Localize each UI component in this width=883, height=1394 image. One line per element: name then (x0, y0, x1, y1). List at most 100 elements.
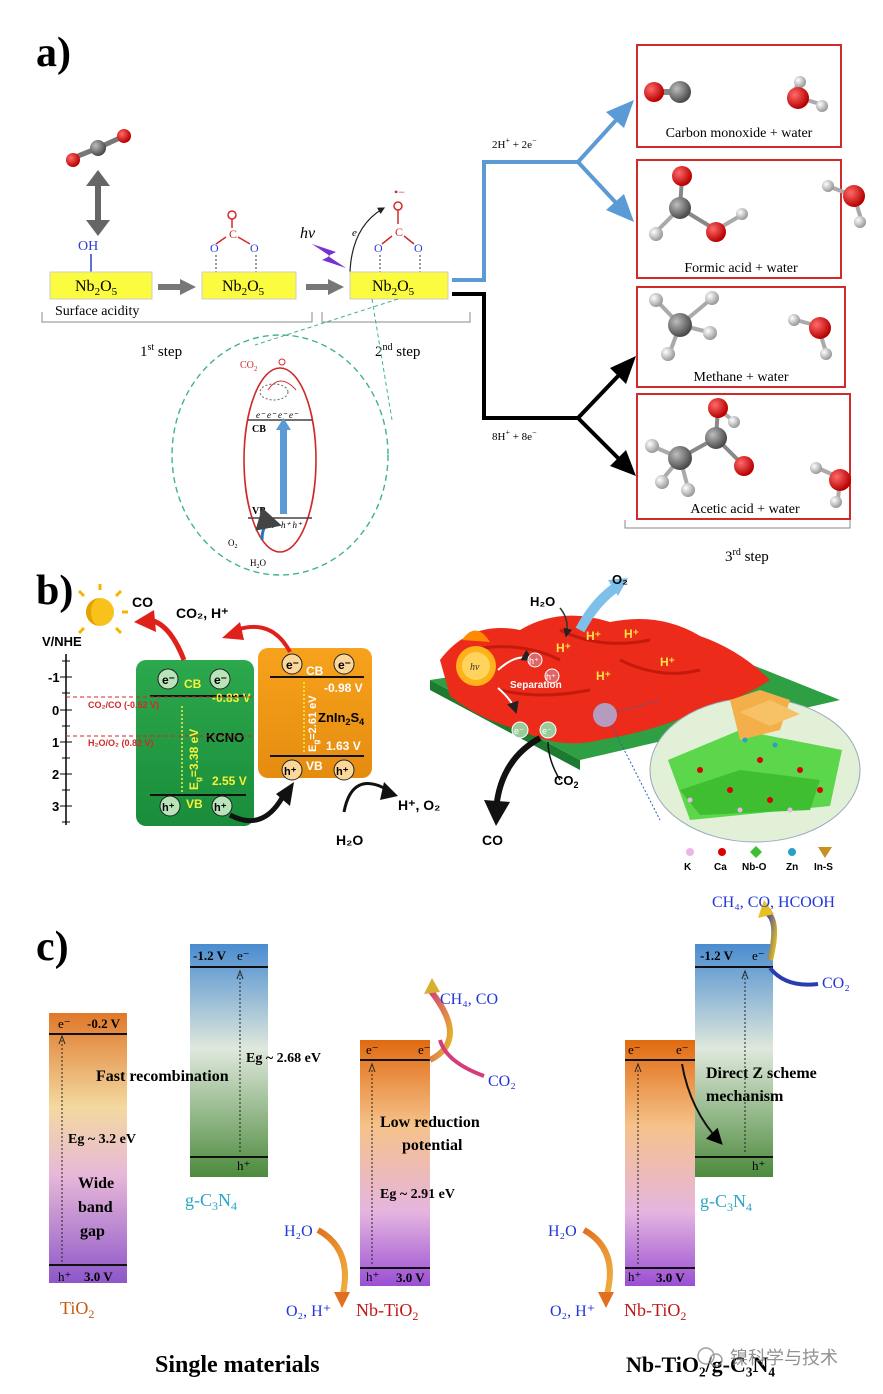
svg-text:potential: potential (402, 1137, 463, 1154)
svg-text:VB: VB (306, 759, 323, 773)
product-label-acetic: Acetic acid + water (690, 502, 800, 517)
svg-text:e⁻: e⁻ (366, 1042, 379, 1057)
inset-o2-label: O2 (228, 538, 238, 550)
nbtio2-name: Nb-TiO2 (356, 1300, 418, 1323)
nb2o5-box-2: Nb2O5 (201, 271, 297, 300)
svg-text:Low reduction: Low reduction (380, 1114, 480, 1131)
svg-text:O: O (414, 241, 423, 255)
hv-label: hv (300, 225, 316, 242)
product-box-formic: Formic acid + water (636, 159, 866, 279)
ch4co-label: CH₄, CO (440, 991, 498, 1008)
svg-text:镍科学与技术: 镍科学与技术 (730, 1348, 838, 1368)
panel-a-letter: a) (36, 30, 71, 76)
svg-text:band: band (78, 1199, 113, 1216)
branch-lower (452, 292, 636, 476)
o2-label-right: O₂ (612, 572, 628, 587)
composite-nbtio2-name: Nb-TiO2 (624, 1300, 686, 1323)
svg-text:e⁻: e⁻ (676, 1042, 689, 1057)
svg-text:O: O (374, 241, 383, 255)
svg-text:-0.83 V: -0.83 V (212, 691, 251, 705)
svg-text:2: 2 (52, 767, 59, 782)
crystal-structure-inset (649, 690, 861, 843)
svg-text:gap: gap (80, 1223, 105, 1240)
svg-text:1: 1 (52, 735, 59, 750)
product-label-co: Carbon monoxide + water (666, 126, 813, 141)
h2oo2-potential: H₂O/O₂ (0.82 V) (88, 738, 154, 748)
svg-text:e⁻: e⁻ (58, 1016, 71, 1031)
svg-text:e⁻: e⁻ (542, 726, 552, 736)
product-label-methane: Methane + water (694, 370, 789, 385)
composite-gcn-name: g-C3N4 (700, 1191, 752, 1214)
svg-text:h⁺: h⁺ (628, 1269, 641, 1284)
znins-block: e⁻ e⁻ CB VB h⁺ h⁺ -0.98 V 1.63 V ZnIn2S4… (258, 648, 372, 781)
tio2-band: e⁻ -0.2 V h⁺ 3.0 V Eg ~ 3.2 eV Wide band… (49, 1013, 136, 1284)
svg-text:Nb-O: Nb-O (742, 862, 767, 873)
product-box-acetic: Acetic acid + water (636, 393, 851, 520)
svg-text:e⁻: e⁻ (237, 948, 250, 963)
svg-text:Eg=3.38 eV: Eg=3.38 eV (187, 729, 203, 790)
z-scheme-arrow (681, 1063, 723, 1145)
step1-label: 1st step (140, 342, 182, 360)
gcn-cb-value: -1.2 V (193, 948, 227, 963)
axis-title: V/NHE (42, 634, 82, 649)
nb2o5-box-1: Nb2O5 (49, 271, 153, 300)
svg-text:VB: VB (186, 797, 203, 811)
svg-text:e⁻: e⁻ (418, 1042, 431, 1057)
svg-text:h⁺: h⁺ (284, 766, 297, 778)
nb2o5-box-3: Nb2O5 (349, 271, 449, 300)
branch-upper (452, 100, 634, 282)
o2h-label-c: O₂, H⁺ (286, 1303, 331, 1320)
svg-text:e⁻ e⁻ e⁻ e⁻: e⁻ e⁻ e⁻ e⁻ (256, 410, 299, 420)
electron-label: e (352, 227, 357, 239)
svg-text:3: 3 (52, 799, 59, 814)
svg-text:h⁺: h⁺ (752, 1158, 765, 1173)
branch-bottom-label: 8H+ + 8e− (492, 428, 537, 443)
svg-text:mechanism: mechanism (706, 1088, 784, 1105)
lightning-icon (312, 244, 346, 268)
composite-products: CH₄, CO, HCOOH (712, 894, 835, 911)
svg-text:h⁺: h⁺ (237, 1158, 250, 1173)
svg-text:e⁻: e⁻ (628, 1042, 641, 1057)
co2co-potential: CO₂/CO (-0.52 V) (88, 700, 159, 710)
composite-co2: CO₂ (822, 975, 850, 992)
nbtio2-eg: Eg ~ 2.91 eV (380, 1187, 455, 1202)
composite-title: Nb-TiO₂/g-C₃N₄ (626, 1352, 775, 1377)
step2-label: 2nd step (375, 342, 420, 360)
svg-text:H⁺: H⁺ (596, 669, 611, 683)
separation-label: Separation (510, 680, 562, 691)
svg-text:O: O (250, 241, 259, 255)
svg-text:h⁺: h⁺ (529, 656, 539, 666)
svg-text:KCNO: KCNO (206, 730, 244, 745)
surface-acidity-label: Surface acidity (55, 304, 139, 319)
big-arrow-to-co (493, 735, 542, 811)
gcn-band: -1.2 V e⁻ h⁺ Eg ~ 2.68 eV (190, 944, 321, 1177)
tio2-vb-value: 3.0 V (84, 1269, 113, 1284)
svg-text:Nb2O5: Nb2O5 (222, 278, 265, 298)
svg-text:Nb2O5: Nb2O5 (75, 278, 118, 298)
product-box-co: Carbon monoxide + water (636, 44, 842, 148)
panel-b: b) CO CO₂, H⁺ V/NHE -1 0 1 2 3 (36, 568, 861, 873)
branch-top-label: 2H+ + 2e− (492, 136, 537, 151)
red-arrow-transfer (235, 624, 292, 653)
svg-text:-0.98 V: -0.98 V (324, 681, 363, 695)
tio2-cb-value: -0.2 V (87, 1016, 121, 1031)
co-label-b: CO (132, 594, 153, 610)
hv-label-b: hv (470, 662, 480, 673)
svg-text:H⁺: H⁺ (586, 629, 601, 643)
svg-text:C: C (229, 227, 237, 241)
co-label-right: CO (482, 832, 503, 848)
product-label-formic: Formic acid + water (684, 261, 798, 276)
product-box-methane: Methane + water (636, 286, 846, 388)
svg-text:H⁺: H⁺ (660, 655, 675, 669)
svg-text:H⁺: H⁺ (556, 641, 571, 655)
inset-cb-label: CB (252, 424, 266, 435)
tio2-eg: Eg ~ 3.2 eV (68, 1132, 136, 1147)
svg-text:e⁻: e⁻ (338, 658, 351, 672)
svg-text:•−: •− (394, 185, 405, 199)
composite-o2h: O₂, H⁺ (550, 1303, 595, 1320)
svg-text:K: K (684, 862, 692, 873)
axis-ticks: -1 0 1 2 3 (48, 660, 72, 823)
watermark: 镍科学与技术 (697, 1347, 838, 1368)
co2-label-c: CO₂ (488, 1073, 516, 1090)
